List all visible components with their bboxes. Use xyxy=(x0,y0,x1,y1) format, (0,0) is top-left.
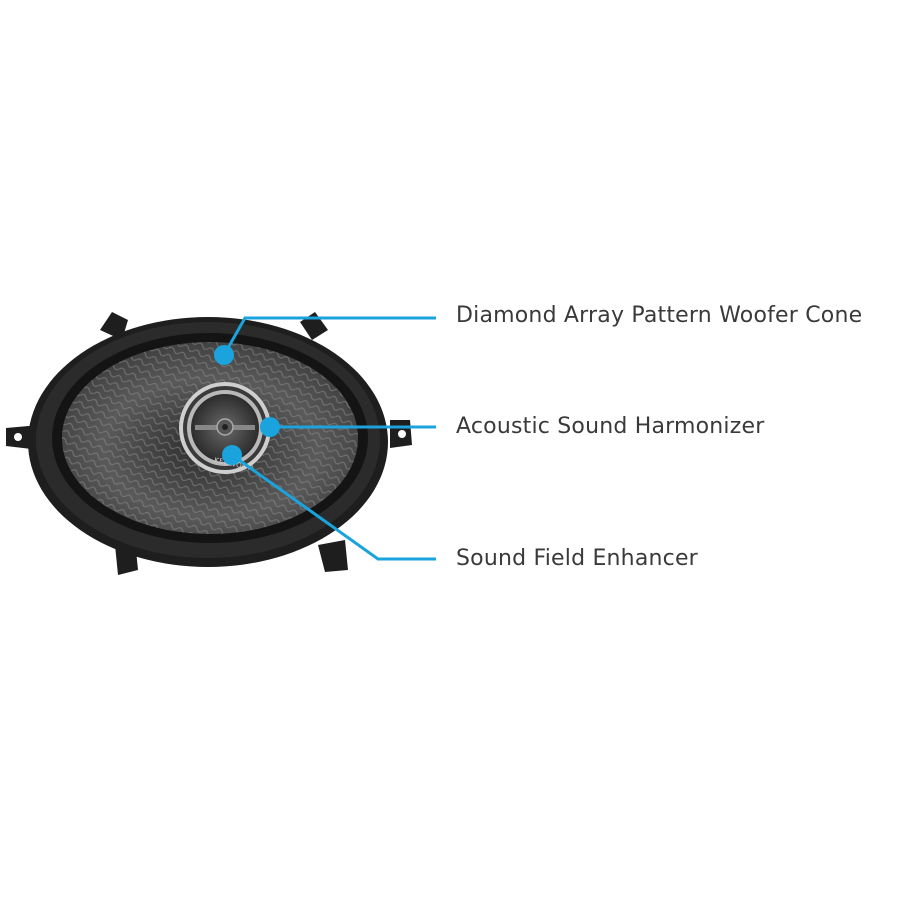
tweeter: KENWOOD xyxy=(179,382,271,474)
callout-line-field-enhancer xyxy=(231,453,436,561)
callout-label-woofer-cone: Diamond Array Pattern Woofer Cone xyxy=(456,303,863,328)
callout-dot-woofer-cone xyxy=(214,345,234,365)
callout-label-field-enhancer: Sound Field Enhancer xyxy=(456,546,698,571)
callout-label-harmonizer: Acoustic Sound Harmonizer xyxy=(456,414,765,439)
callout-dot-field-enhancer xyxy=(222,445,242,465)
callout-line-woofer-cone xyxy=(222,316,436,356)
callout-lines xyxy=(222,316,436,561)
callout-dot-harmonizer xyxy=(260,417,280,437)
